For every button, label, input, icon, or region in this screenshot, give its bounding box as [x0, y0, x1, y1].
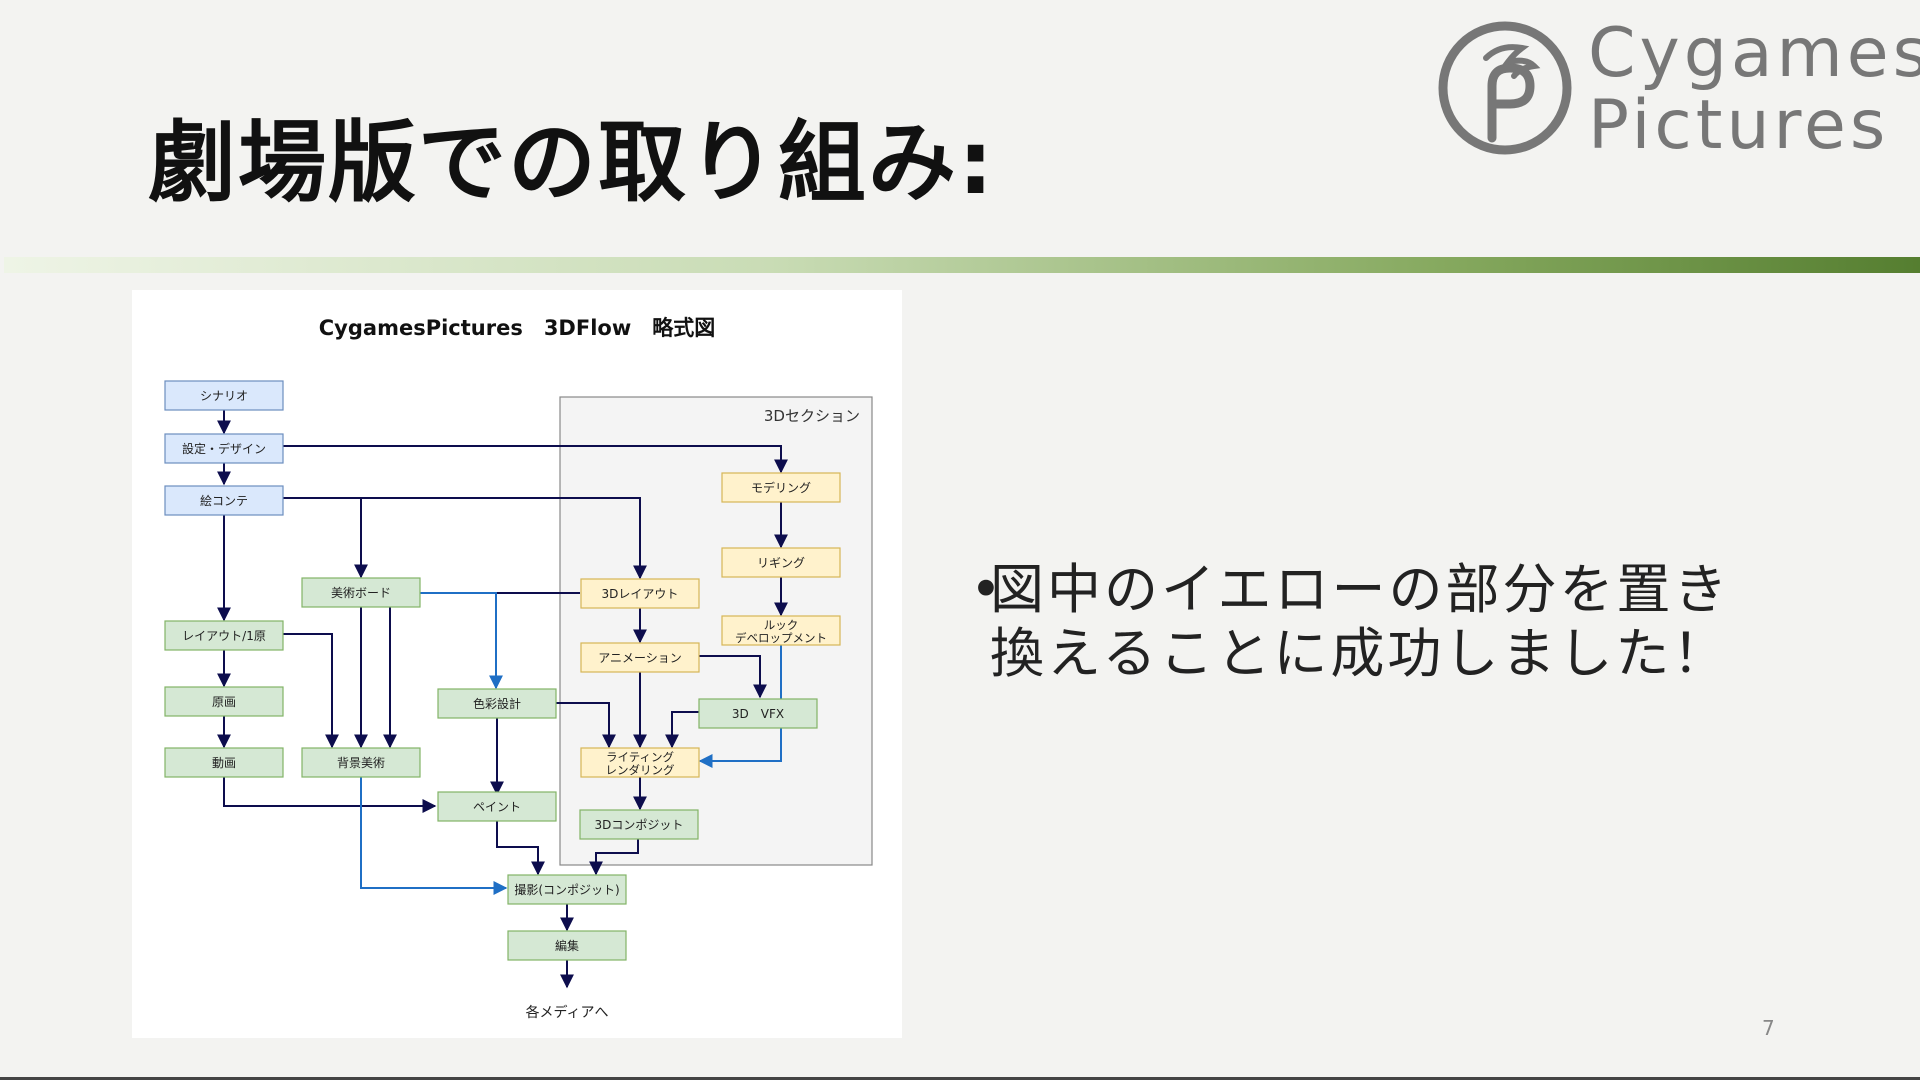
node-douga: 動画	[164, 747, 284, 778]
node-lighting-label-1: ライティング	[606, 750, 675, 764]
node-lookdev: ルック デベロップメント	[721, 615, 841, 646]
node-genga-label: 原画	[212, 695, 236, 709]
blue-arrows	[360, 592, 782, 895]
node-lookdev-label-2: デベロップメント	[735, 631, 827, 645]
node-scenario-label: シナリオ	[200, 389, 248, 403]
page-number: 7	[1762, 1016, 1775, 1040]
title-divider	[4, 257, 1920, 273]
node-bijutsu-board: 美術ボード	[301, 577, 421, 608]
node-satsuei: 撮影(コンポジット)	[507, 874, 627, 905]
node-rigging: リギング	[721, 547, 841, 578]
node-layout3d-label: 3Dレイアウト	[602, 587, 679, 601]
node-satsuei-label: 撮影(コンポジット)	[514, 883, 619, 897]
node-composite3d-label: 3Dコンポジット	[595, 818, 684, 832]
flow-diagram: CygamesPictures 3DFlow 略式図 3Dセクション	[164, 316, 873, 1021]
logo-line-2: Pictures	[1588, 86, 1890, 165]
media-output-label: 各メディアへ	[525, 1004, 608, 1021]
bottom-border	[0, 1077, 1920, 1080]
bullet-line-2: 換えることに成功しました！	[990, 622, 1730, 685]
node-haikei: 背景美術	[301, 747, 421, 778]
diagram-title: CygamesPictures 3DFlow 略式図	[319, 316, 715, 340]
node-settei: 設定・デザイン	[164, 433, 284, 464]
node-vfx-label: 3D VFX	[732, 707, 784, 721]
node-modeling: モデリング	[721, 472, 841, 503]
node-scenario: シナリオ	[164, 380, 284, 411]
node-rigging-label: リギング	[757, 556, 805, 570]
bullet-line-1: 図中のイエローの部分を置き	[990, 558, 1731, 621]
node-modeling-label: モデリング	[751, 480, 811, 495]
dragon-emblem-icon	[1438, 21, 1572, 155]
node-animation: アニメーション	[580, 642, 700, 673]
node-ekonte: 絵コンテ	[164, 485, 284, 516]
node-ekonte-label: 絵コンテ	[200, 493, 248, 508]
node-lighting-label-2: レンダリング	[606, 763, 675, 777]
flow-diagram-panel: CygamesPictures 3DFlow 略式図 3Dセクション	[132, 290, 902, 1038]
node-henshu-label: 編集	[555, 938, 579, 953]
node-shikisai-label: 色彩設計	[473, 696, 521, 711]
node-lookdev-label-1: ルック	[764, 618, 799, 632]
bullet-item: • 図中のイエローの部分を置き 換えることに成功しました！	[970, 558, 1810, 686]
node-shikisai: 色彩設計	[437, 688, 557, 719]
node-vfx: 3D VFX	[698, 698, 818, 729]
node-henshu: 編集	[507, 930, 627, 961]
slide-title: 劇場版での取り組み:	[148, 111, 996, 214]
node-layout3d: 3Dレイアウト	[580, 578, 700, 609]
node-settei-label: 設定・デザイン	[182, 441, 266, 456]
node-haikei-label: 背景美術	[337, 756, 385, 770]
dark-arrows	[217, 405, 788, 989]
node-layout1: レイアウト/1原	[164, 620, 284, 651]
node-lighting: ライティング レンダリング	[580, 747, 700, 778]
node-genga: 原画	[164, 686, 284, 717]
company-logo: Cygames Pictures	[1430, 18, 1920, 168]
bullet-dot: •	[970, 558, 1005, 621]
node-composite3d: 3Dコンポジット	[579, 809, 699, 840]
node-layout1-label: レイアウト/1原	[182, 629, 266, 643]
node-paint: ペイント	[437, 791, 557, 822]
node-paint-label: ペイント	[473, 800, 521, 814]
node-douga-label: 動画	[212, 756, 236, 770]
3d-section-label: 3Dセクション	[764, 407, 860, 425]
logo-text: Cygames Pictures	[1588, 18, 1920, 162]
node-animation-label: アニメーション	[598, 651, 682, 665]
node-bijutsu-board-label: 美術ボード	[331, 586, 391, 600]
logo-line-1: Cygames	[1588, 14, 1920, 93]
